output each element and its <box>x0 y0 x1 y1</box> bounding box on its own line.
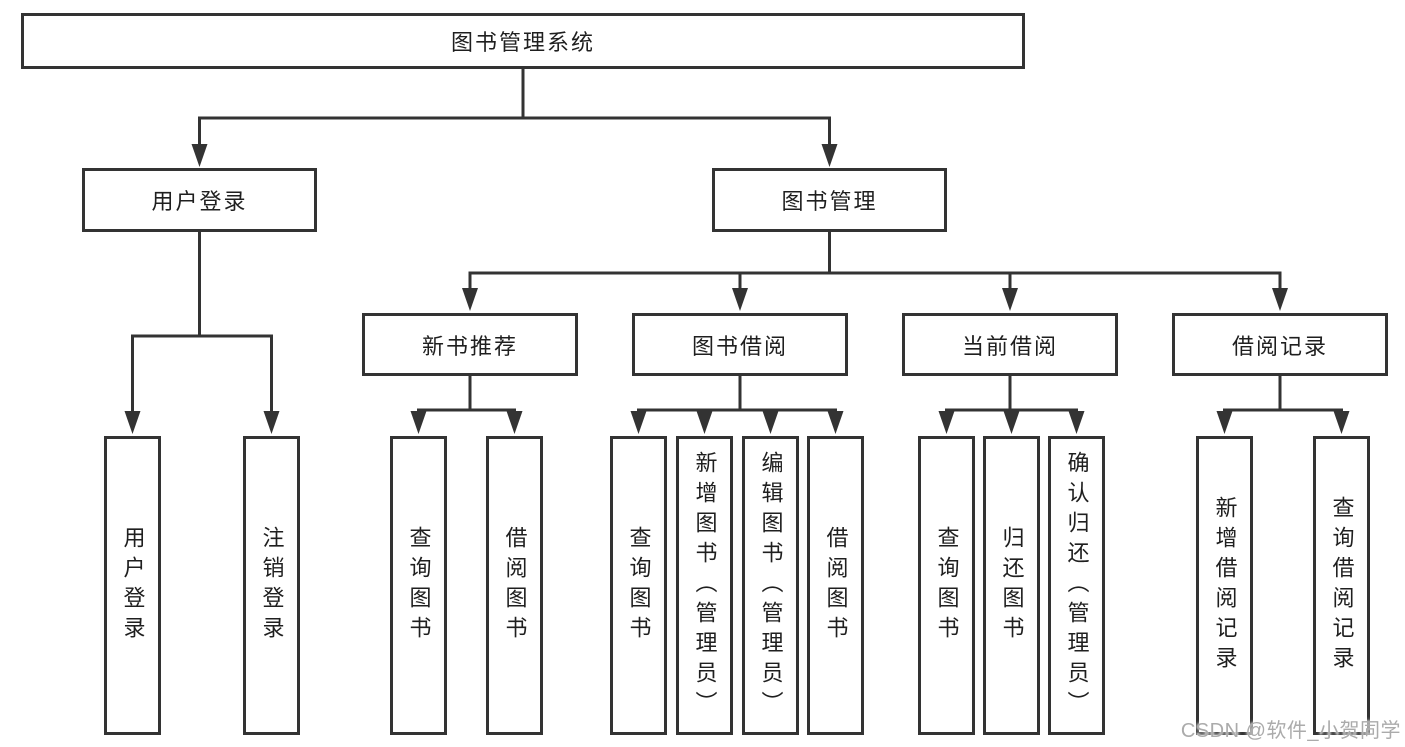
arrow-down-icon <box>827 411 844 434</box>
leaf-confirm-return-admin: 确认归还（管理员） <box>1048 436 1105 735</box>
connector-root-split <box>198 67 831 150</box>
connector-current-borrowing-split <box>945 374 1078 416</box>
arrow-down-icon <box>1068 411 1085 434</box>
leaf-query-books-borrowing: 查询图书 <box>610 436 667 735</box>
arrow-down-icon <box>938 411 955 434</box>
leaf-query-borrow-record: 查询借阅记录 <box>1313 436 1370 735</box>
arrow-down-icon <box>1333 411 1350 434</box>
leaf-logout: 注销登录 <box>243 436 300 735</box>
arrow-down-icon <box>462 288 478 311</box>
arrow-down-icon <box>762 411 779 434</box>
leaf-query-books-current: 查询图书 <box>918 436 975 735</box>
connector-new-book-split <box>417 374 516 416</box>
leaf-add-book-admin: 新增图书（管理员） <box>676 436 733 735</box>
leaf-return-book: 归还图书 <box>983 436 1040 735</box>
leaf-query-books-recommend: 查询图书 <box>390 436 447 735</box>
arrow-down-icon <box>124 411 141 434</box>
arrow-down-icon <box>263 411 280 434</box>
arrow-down-icon <box>630 411 647 434</box>
arrow-down-icon <box>1002 288 1018 311</box>
leaf-add-borrow-record: 新增借阅记录 <box>1196 436 1253 735</box>
connector-book-management-split <box>468 230 1282 294</box>
leaf-edit-book-admin: 编辑图书（管理员） <box>742 436 799 735</box>
arrow-down-icon <box>821 144 838 167</box>
arrow-down-icon <box>696 411 713 434</box>
node-borrowing-records: 借阅记录 <box>1172 313 1388 376</box>
arrow-down-icon <box>191 144 208 167</box>
leaf-borrow-books-recommend: 借阅图书 <box>486 436 543 735</box>
connector-user-login-split <box>131 230 273 416</box>
node-book-management: 图书管理 <box>712 168 947 232</box>
node-new-book-recommendation: 新书推荐 <box>362 313 578 376</box>
node-current-borrowing: 当前借阅 <box>902 313 1118 376</box>
arrow-down-icon <box>506 411 523 434</box>
arrow-down-icon <box>1272 288 1288 311</box>
leaf-user-login: 用户登录 <box>104 436 161 735</box>
leaf-borrow-books-borrowing: 借阅图书 <box>807 436 864 735</box>
node-user-login: 用户登录 <box>82 168 317 232</box>
arrow-down-icon <box>1216 411 1233 434</box>
arrow-down-icon <box>1003 411 1020 434</box>
node-book-borrowing: 图书借阅 <box>632 313 848 376</box>
csdn-watermark: CSDN @软件_小贺同学 <box>1180 720 1401 742</box>
connector-borrowing-records-split <box>1223 374 1343 416</box>
arrow-down-icon <box>732 288 748 311</box>
arrow-down-icon <box>410 411 427 434</box>
node-library-management-system: 图书管理系统 <box>21 13 1025 69</box>
connector-book-borrowing-split <box>637 374 837 416</box>
